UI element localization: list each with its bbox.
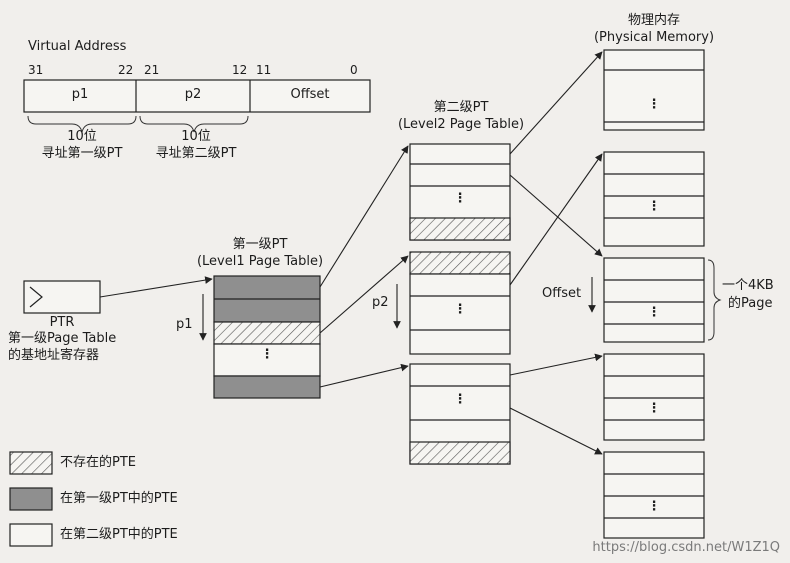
bit-11: 11 — [256, 63, 272, 77]
ptr-register — [23, 280, 101, 314]
brace-p1-desc: 寻址第一级PT — [41, 146, 123, 161]
phys-ellipsis-4: ⋮ — [647, 401, 661, 416]
level2-table-a — [409, 143, 511, 241]
legend-label-level1: 在第一级PT中的PTE — [60, 491, 178, 506]
phys-ellipsis-1: ⋮ — [647, 97, 661, 112]
physical-title-en: (Physical Memory) — [593, 30, 715, 45]
level1-ellipsis: ⋮ — [260, 347, 274, 362]
page-note-line2: 的Page — [728, 296, 773, 311]
field-p2: p2 — [184, 87, 202, 102]
watermark: https://blog.csdn.net/W1Z1Q — [592, 540, 780, 555]
level2-a-ellipsis: ⋮ — [453, 191, 467, 206]
ptr-label: PTR — [49, 315, 75, 330]
page-bracket — [707, 259, 722, 341]
bit-0: 0 — [350, 63, 358, 77]
bit-12: 12 — [232, 63, 248, 77]
virtual-address-box — [23, 79, 371, 113]
bit-31: 31 — [28, 63, 44, 77]
field-offset: Offset — [290, 87, 330, 102]
level2-title-cn: 第二级PT — [433, 100, 489, 115]
bit-22: 22 — [118, 63, 134, 77]
brace-p2-count: 10位 — [181, 129, 211, 144]
brace-p2 — [139, 115, 249, 133]
level2-b-ellipsis: ⋮ — [453, 302, 467, 317]
legend-swatch-absent — [9, 451, 53, 475]
ptr-desc-line2: 的基地址寄存器 — [8, 348, 100, 363]
bit-21: 21 — [144, 63, 160, 77]
legend-swatches — [9, 451, 53, 547]
legend-swatch-level1 — [9, 487, 53, 511]
legend-label-level2: 在第二级PT中的PTE — [60, 527, 178, 542]
level2-index-p2: p2 — [372, 295, 389, 310]
level2-table-c — [409, 363, 511, 465]
level1-title-cn: 第一级PT — [232, 237, 288, 252]
ptr-desc-line1: 第一级Page Table — [8, 331, 117, 346]
level1-index-p1: p1 — [176, 317, 193, 332]
page-note-line1: 一个4KB — [722, 278, 774, 293]
physical-offset-label: Offset — [542, 286, 582, 301]
brace-p2-desc: 寻址第二级PT — [155, 146, 237, 161]
level2-title-en: (Level2 Page Table) — [397, 117, 525, 132]
level1-title-en: (Level1 Page Table) — [196, 254, 324, 269]
level2-c-ellipsis: ⋮ — [453, 392, 467, 407]
phys-ellipsis-2: ⋮ — [647, 199, 661, 214]
phys-ellipsis-3: ⋮ — [647, 305, 661, 320]
physical-memory — [603, 49, 705, 539]
legend-label-absent: 不存在的PTE — [60, 455, 136, 470]
brace-p1 — [27, 115, 137, 133]
legend-swatch-level2 — [9, 523, 53, 547]
field-p1: p1 — [71, 87, 89, 102]
brace-p1-count: 10位 — [67, 129, 97, 144]
level2-table-b — [409, 251, 511, 355]
phys-ellipsis-5: ⋮ — [647, 499, 661, 514]
level1-page-table — [213, 275, 321, 399]
pointer-arrows — [99, 51, 603, 455]
virtual-address-title: Virtual Address — [28, 39, 127, 54]
physical-title-cn: 物理内存 — [627, 13, 680, 28]
